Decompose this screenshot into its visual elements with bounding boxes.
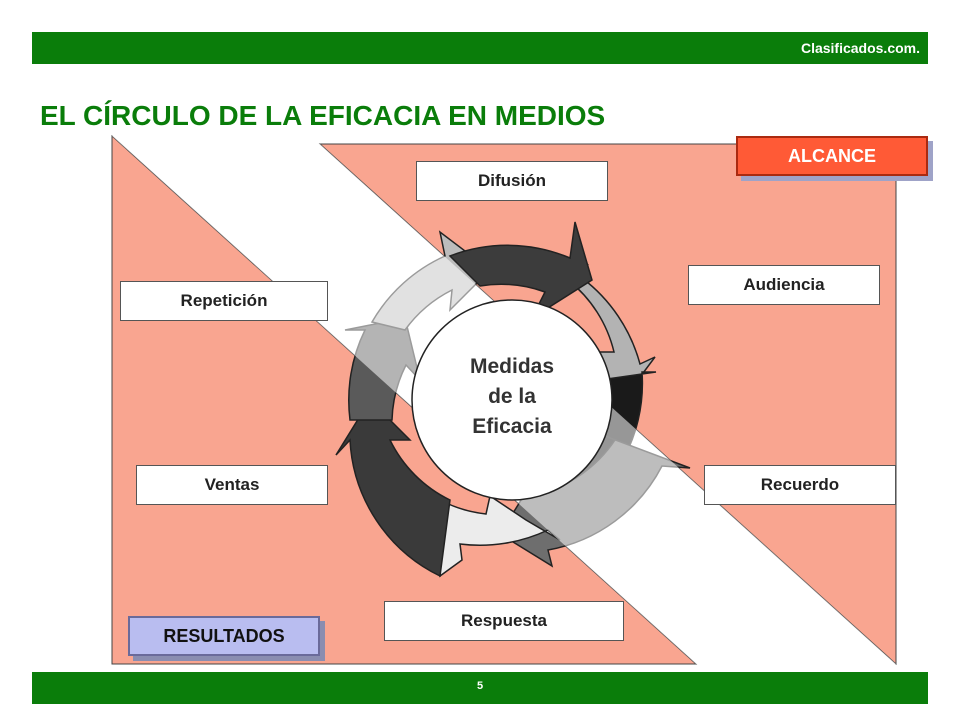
center-line-3: Eficacia <box>472 415 552 438</box>
center-line-2: de la <box>488 385 536 408</box>
bottom-bar: 5 <box>32 672 928 704</box>
ring-arrow-8 <box>448 221 593 321</box>
stage-repeticion: Repetición <box>120 281 328 321</box>
stage-difusion: Difusión <box>416 161 608 201</box>
ring-arrow-4 <box>439 494 561 578</box>
stage-recuerdo: Recuerdo <box>704 465 896 505</box>
top-bar: Clasificados.com. <box>32 32 928 64</box>
stage-respuesta: Respuesta <box>384 601 624 641</box>
page-title: EL CÍRCULO DE LA EFICACIA EN MEDIOS <box>40 100 606 131</box>
results-tag: RESULTADOS <box>128 616 320 656</box>
page-number: 5 <box>476 680 484 692</box>
center-line-1: Medidas <box>469 355 555 378</box>
stage-ventas: Ventas <box>136 465 328 505</box>
stage-audiencia: Audiencia <box>688 265 880 305</box>
reach-tag: ALCANCE <box>736 136 928 176</box>
center-label: Medidas de la Eficacia <box>440 352 584 442</box>
ring-arrow-5 <box>335 398 451 578</box>
brand-label: Clasificados.com. <box>800 40 920 56</box>
ring-center <box>411 299 613 501</box>
